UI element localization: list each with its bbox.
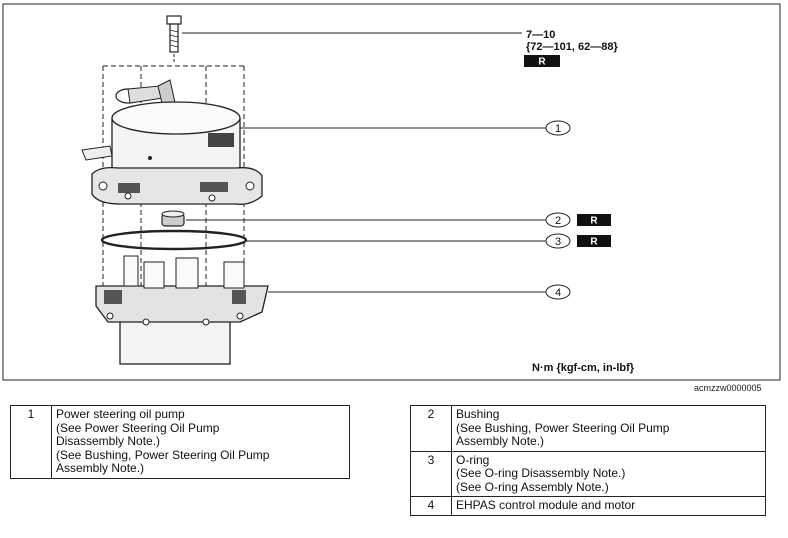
legend-item-name: Power steering oil pump bbox=[56, 407, 185, 421]
legend-item-number: 1 bbox=[10, 405, 52, 479]
legend-item-note: Disassembly Note.) bbox=[56, 434, 161, 448]
legend-item-number: 2 bbox=[410, 405, 452, 452]
callout-2-circle bbox=[545, 212, 571, 228]
bushing bbox=[161, 210, 185, 227]
callout-3-replace-badge bbox=[577, 235, 611, 247]
callout-2-number: 2 bbox=[555, 215, 561, 227]
legend-item-note: Assembly Note.) bbox=[56, 461, 145, 475]
legend-item-name: Bushing bbox=[456, 407, 500, 421]
legend-item-name: EHPAS control module and motor bbox=[456, 498, 636, 512]
callout-4-number: 4 bbox=[555, 287, 561, 299]
legend-item-name: O-ring bbox=[456, 452, 490, 467]
legend-row: 4 EHPAS control module and motor bbox=[410, 496, 766, 516]
diagram-frame bbox=[2, 3, 781, 381]
callout-3-number: 3 bbox=[555, 236, 561, 248]
legend-item-number: 4 bbox=[410, 496, 452, 516]
legend-item-note: (See O-ring Assembly Note.) bbox=[456, 479, 609, 494]
torque-replace-badge-label: R bbox=[538, 57, 546, 68]
callout-1-circle bbox=[545, 120, 571, 136]
legend-item-note: Assembly Note.) bbox=[456, 434, 545, 448]
callout-2-replace-badge bbox=[577, 214, 611, 226]
ehpas-control-module-and-motor bbox=[95, 255, 269, 365]
legend-item-note: (See Bushing, Power Steering Oil Pump bbox=[56, 447, 270, 462]
legend-item-description: Power steering oil pump (See Power Steer… bbox=[51, 405, 350, 479]
units-note: N·m {kgf-cm, in-lbf} bbox=[532, 362, 635, 374]
o-ring bbox=[100, 229, 248, 251]
legend-row: 3 O-ring (See O-ring Disassembly Note.) … bbox=[410, 450, 766, 497]
legend-item-description: EHPAS control module and motor bbox=[451, 496, 766, 516]
bolt bbox=[166, 15, 182, 53]
callout-3-circle bbox=[545, 233, 571, 249]
legend-item-note: (See Bushing, Power Steering Oil Pump bbox=[456, 420, 670, 435]
callout-4-circle bbox=[545, 284, 571, 300]
legend-item-note: (See Power Steering Oil Pump bbox=[56, 420, 220, 435]
torque-value: 7—10 bbox=[526, 29, 555, 41]
legend-row: 1 Power steering oil pump (See Power Ste… bbox=[10, 405, 350, 479]
legend-row: 2 Bushing (See Bushing, Power Steering O… bbox=[410, 405, 766, 452]
callout-3-replace-label: R bbox=[590, 237, 598, 248]
legend-item-number: 3 bbox=[410, 450, 452, 497]
legend-item-note: (See O-ring Disassembly Note.) bbox=[456, 466, 626, 480]
legend-table-left: 1 Power steering oil pump (See Power Ste… bbox=[10, 405, 350, 479]
callout-1-number: 1 bbox=[555, 123, 561, 135]
power-steering-oil-pump bbox=[81, 79, 263, 205]
torque-replace-badge bbox=[524, 55, 560, 67]
figure-id: acmzzw0000005 bbox=[694, 383, 762, 393]
legend-item-description: O-ring (See O-ring Disassembly Note.) (S… bbox=[451, 450, 766, 497]
callout-2-replace-label: R bbox=[590, 216, 598, 227]
torque-value-alt-units: {72—101, 62—88} bbox=[526, 41, 618, 53]
legend-table-right: 2 Bushing (See Bushing, Power Steering O… bbox=[410, 405, 766, 516]
legend-item-description: Bushing (See Bushing, Power Steering Oil… bbox=[451, 405, 766, 452]
